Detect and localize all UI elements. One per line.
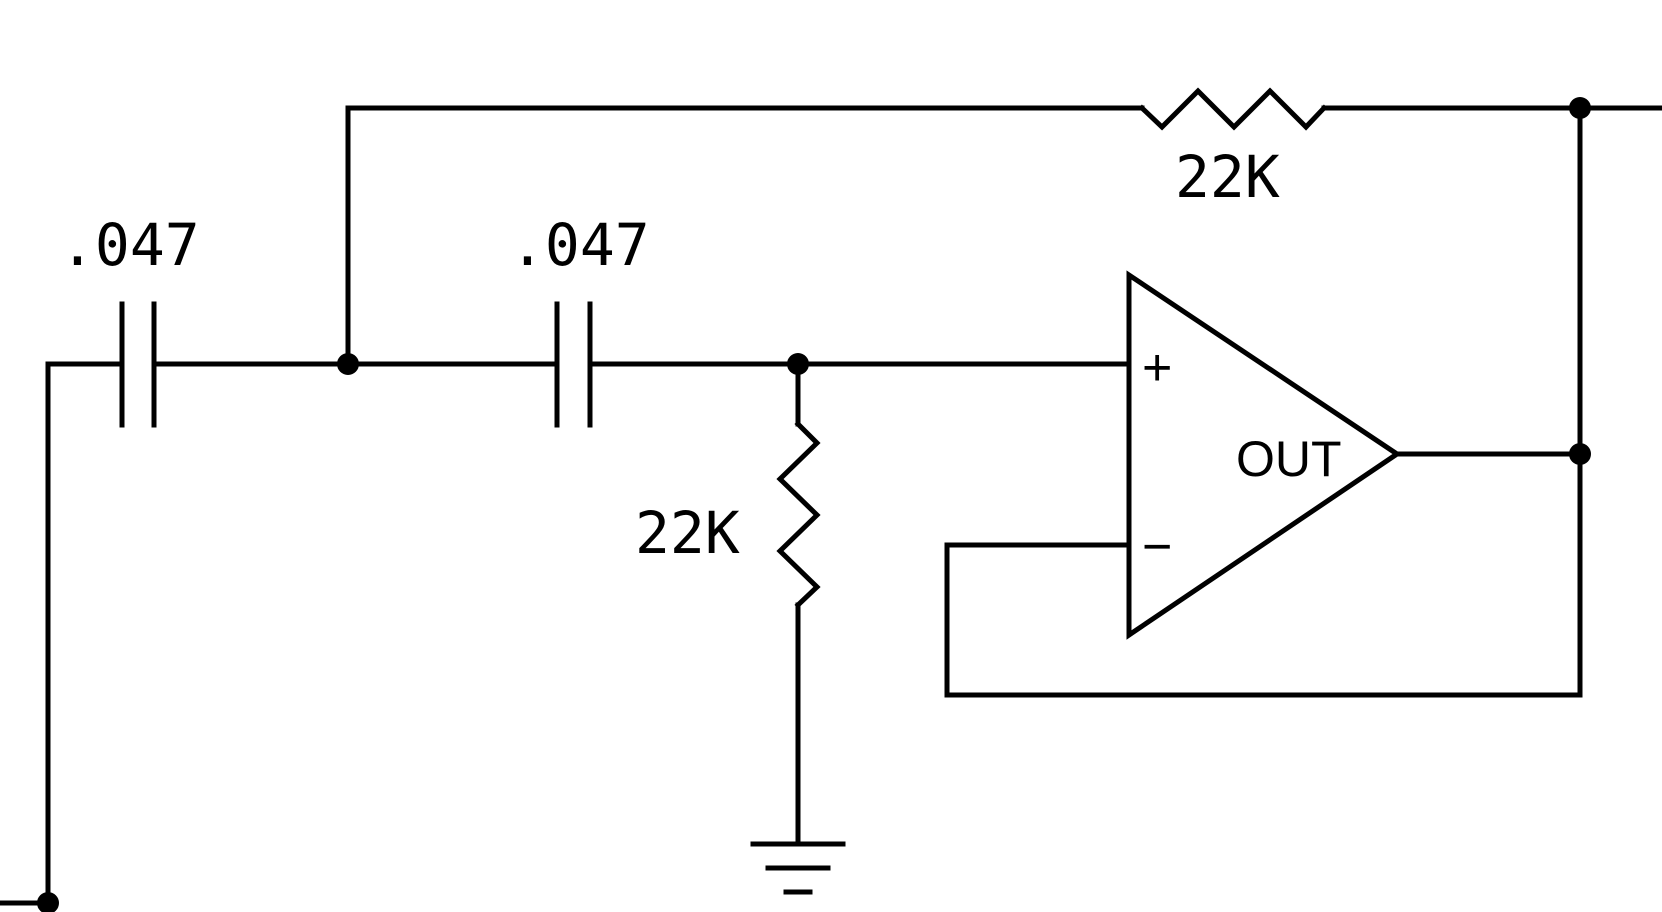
opamp-icon: [1126, 270, 1402, 640]
capacitor-c1-label: .047: [60, 211, 200, 279]
opamp-noninverting-label: +: [1142, 339, 1172, 397]
opamp-inverting-label: −: [1142, 518, 1172, 576]
opamp-output-label: OUT: [1236, 431, 1342, 487]
resistor-ground: [776, 420, 821, 609]
input-wire: [0, 361, 123, 906]
capacitor-c1: [119, 301, 157, 428]
ground-icon: [750, 841, 846, 895]
feedback-wire: [345, 105, 1145, 367]
resistor-feedback: [1138, 87, 1328, 131]
junction-node-b: [787, 353, 809, 375]
resistor-feedback-label: 22K: [1175, 143, 1280, 211]
inverting-feedback-wire: [944, 105, 1583, 698]
junction-node-output: [1569, 443, 1591, 465]
junction-node-output-top: [1569, 97, 1591, 119]
capacitor-c2-label: .047: [510, 211, 650, 279]
junction-node-a: [337, 353, 359, 375]
junction-node-input: [37, 892, 59, 912]
resistor-ground-label: 22K: [635, 499, 740, 567]
capacitor-c2: [554, 301, 593, 428]
